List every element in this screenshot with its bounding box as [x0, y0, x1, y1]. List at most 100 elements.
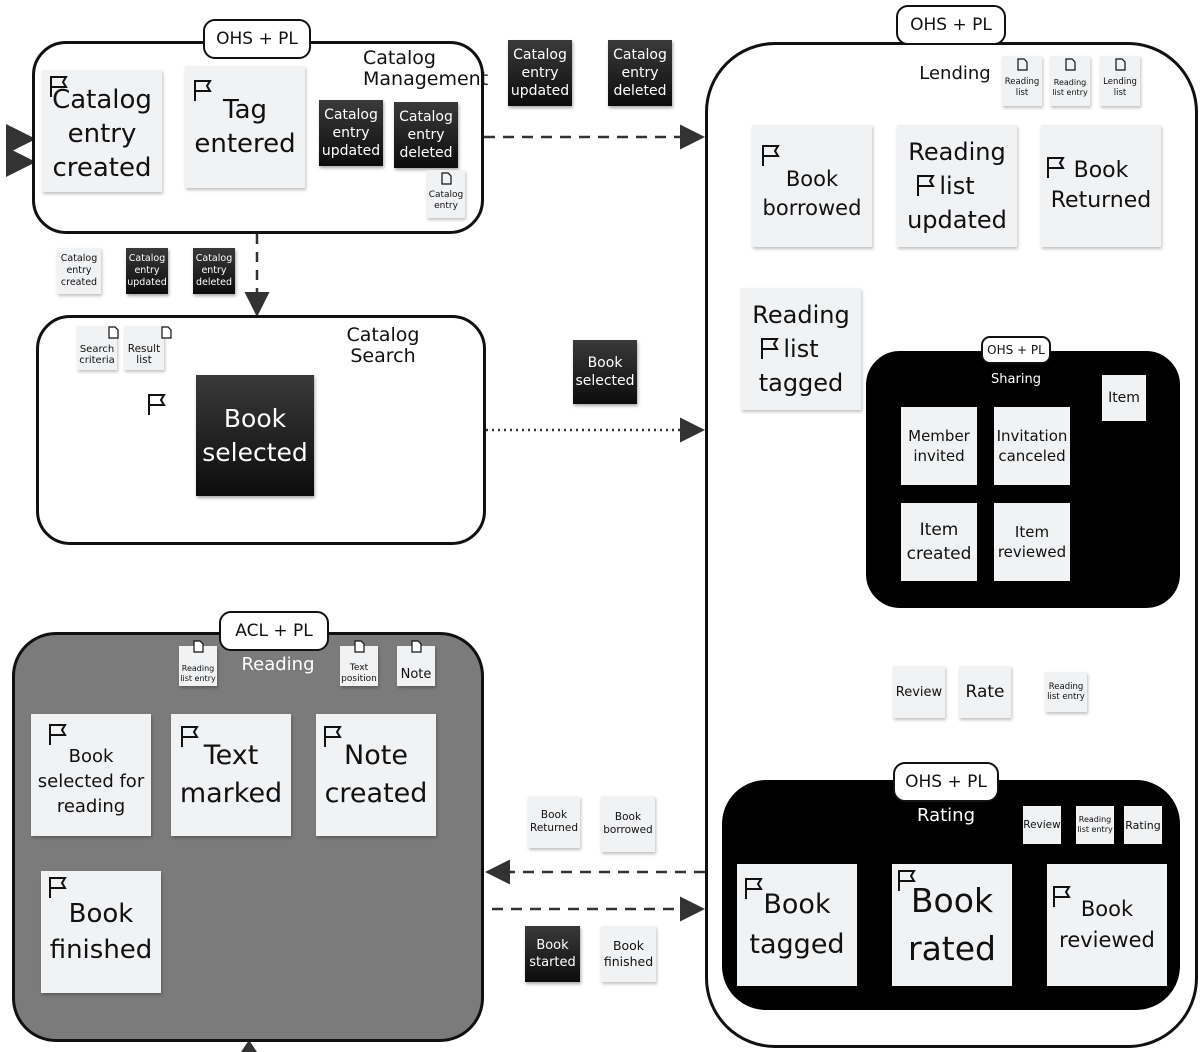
event-sticky: Invitation canceled [994, 407, 1070, 485]
event-sticky: Catalog entry created [57, 248, 101, 294]
sticky-label: Review [895, 684, 943, 700]
document-icon [1065, 58, 1076, 71]
flag-icon [324, 726, 342, 747]
flag-icon [762, 145, 780, 166]
flag-icon [917, 175, 935, 196]
sticky-label: Book Returned [530, 809, 578, 834]
sticky-label: Tag entered [194, 95, 296, 159]
sticky-label: Result list [127, 343, 161, 366]
sticky-label: Book finished [603, 938, 654, 969]
context-title: Sharing [991, 372, 1041, 387]
flag-icon [148, 394, 166, 415]
event-sticky: Book tagged [737, 864, 857, 986]
event-sticky: Catalog entry deleted [193, 248, 235, 294]
entity-sticky: Reading list entry [1045, 672, 1087, 712]
sticky-label: Catalog entry updated [321, 107, 381, 159]
sticky-label: Catalog entry created [52, 85, 152, 183]
sticky-label: Reading list entry [1077, 815, 1113, 834]
event-sticky: Catalog entry deleted [394, 102, 458, 168]
sticky-label: Member invited [908, 427, 970, 465]
event-sticky: Text marked [171, 714, 291, 836]
sticky-label: Catalog entry updated [510, 47, 570, 99]
entity-sticky: Text position [340, 640, 378, 686]
sticky-label: Book started [529, 938, 576, 970]
document-icon [441, 172, 452, 185]
sticky-label: Book finished [49, 899, 153, 965]
sticky-label: Text position [341, 663, 377, 684]
flag-icon [49, 877, 67, 898]
sticky-label: Invitation canceled [996, 427, 1068, 465]
flag-icon [761, 338, 779, 359]
sticky-label: Book borrowed [762, 167, 862, 220]
flag-icon [745, 878, 763, 899]
event-sticky: Book Returned [528, 796, 580, 848]
sticky-label: Search criteria [79, 344, 115, 366]
sticky-label: Reading list updated [907, 138, 1007, 234]
document-icon [193, 640, 204, 653]
flag-icon [49, 724, 67, 745]
sticky-label: Text marked [179, 740, 283, 809]
flag-icon [50, 76, 68, 97]
event-sticky: Catalog entry updated [126, 248, 168, 294]
document-icon [411, 640, 422, 653]
event-sticky: Book borrowed [601, 796, 655, 852]
sticky-label: Book rated [908, 881, 996, 968]
event-sticky: Book rated [892, 864, 1012, 986]
sticky-label: Review [1023, 819, 1061, 831]
event-sticky: Reading list tagged [741, 288, 861, 410]
context-title: Catalog Search [346, 324, 420, 367]
event-sticky: Catalog entry updated [508, 40, 572, 106]
event-sticky: Book finished [601, 926, 656, 982]
context-title: Reading [241, 654, 315, 675]
event-sticky: Catalog entry created [42, 70, 162, 192]
document-icon [1115, 58, 1126, 71]
sticky-label: Catalog entry [428, 190, 464, 211]
sticky-label: Catalog entry updated [127, 253, 167, 288]
event-sticky: Reading list updated [897, 125, 1017, 247]
event-sticky: Book started [525, 926, 580, 982]
sticky-label: Reading list entry [1047, 682, 1085, 702]
entity-sticky: Rate [959, 666, 1011, 718]
event-sticky: Item created [901, 503, 977, 581]
sticky-label: Book borrowed [603, 811, 653, 836]
sticky-label: Book selected for reading [37, 745, 145, 817]
sticky-label: Reading list [1004, 77, 1040, 98]
sticky-label: Book tagged [749, 889, 845, 960]
entity-sticky: Lending list [1100, 56, 1140, 106]
flag-icon [181, 726, 199, 747]
entity-sticky: Reading list [1002, 56, 1042, 106]
sticky-label: Rate [965, 682, 1005, 702]
event-sticky: Book finished [41, 871, 161, 993]
sticky-label: Reading list tagged [752, 301, 850, 397]
sticky-label: Catalog entry deleted [399, 109, 453, 161]
flag-icon [898, 870, 916, 891]
sticky-label: Reading list entry [1052, 78, 1088, 97]
event-sticky: Book selected [196, 375, 314, 496]
context-badge: OHS + PL [981, 336, 1051, 364]
sticky-label: Item created [906, 520, 972, 564]
event-sticky: Item reviewed [994, 503, 1070, 581]
sticky-label: Note created [324, 740, 428, 809]
entity-sticky: Item [1102, 375, 1146, 421]
entity-sticky: Reading list entry [179, 640, 217, 686]
sticky-label: Book reviewed [1059, 897, 1155, 952]
entity-sticky: Catalog entry [427, 170, 465, 218]
context-badge: OHS + PL [896, 5, 1006, 45]
sticky-label: Item [1108, 390, 1140, 406]
entity-sticky: Reading list entry [1050, 56, 1090, 106]
context-badge: OHS + PL [203, 19, 311, 59]
context-title: Catalog Management [363, 47, 489, 90]
sticky-label: Lending list [1103, 77, 1137, 98]
event-sticky: Book reviewed [1047, 864, 1167, 986]
sticky-label: Catalog entry deleted [613, 47, 667, 99]
sticky-label: Book selected [575, 355, 635, 389]
entity-sticky: Result list [124, 326, 172, 370]
event-sticky: Book Returned [1041, 125, 1161, 247]
document-icon [161, 326, 172, 339]
sticky-label: Item reviewed [997, 523, 1067, 561]
flag-icon [1047, 157, 1065, 178]
sticky-label: Rating [1125, 818, 1161, 832]
event-sticky: Catalog entry deleted [608, 40, 672, 106]
entity-sticky: Review [1023, 806, 1061, 844]
sticky-label: Note [400, 666, 432, 682]
